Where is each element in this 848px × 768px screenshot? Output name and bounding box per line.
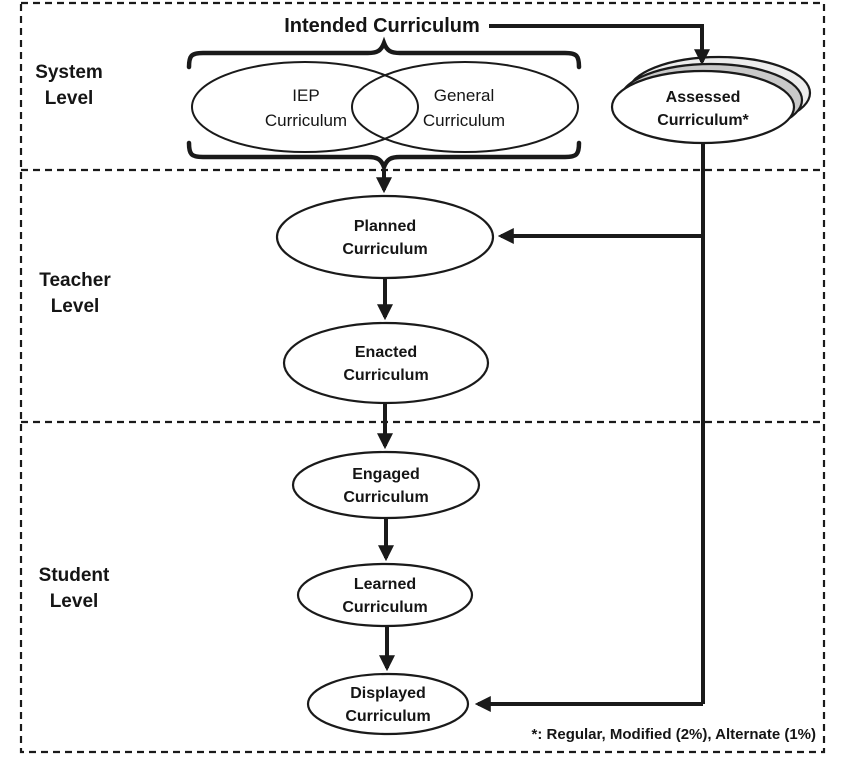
iep-curriculum-label: IEP Curriculum	[264, 86, 348, 130]
displayed-curriculum-label: Displayed Curriculum	[345, 685, 431, 725]
displayed-curriculum-ellipse	[306, 672, 470, 736]
learned-curriculum-label: Learned Curriculum	[342, 576, 428, 616]
assessed-curriculum-label: Assessed Curriculum*	[657, 89, 749, 129]
assessment-types-footnote: *: Regular, Modified (2%), Alternate (1%…	[531, 726, 816, 743]
general-curriculum-ellipse	[351, 61, 579, 153]
teacher-level-label: Teacher Level	[39, 270, 111, 317]
enacted-curriculum-label: Enacted Curriculum	[343, 344, 429, 384]
intended-brace-top	[186, 36, 582, 70]
intended-curriculum-title: Intended Curriculum	[284, 15, 480, 37]
engaged-curriculum-label: Engaged Curriculum	[343, 466, 429, 506]
planned-curriculum-label: Planned Curriculum	[342, 218, 428, 258]
general-curriculum-label: General Curriculum	[422, 86, 506, 130]
iep-curriculum-ellipse	[191, 61, 419, 153]
student-level-label: Student Level	[38, 565, 110, 612]
system-level-label: System Level	[35, 62, 103, 109]
intended-brace-bottom	[186, 140, 582, 174]
intended-to-assessed-arrow	[489, 24, 710, 66]
diagram-outer-border	[19, 1, 826, 754]
